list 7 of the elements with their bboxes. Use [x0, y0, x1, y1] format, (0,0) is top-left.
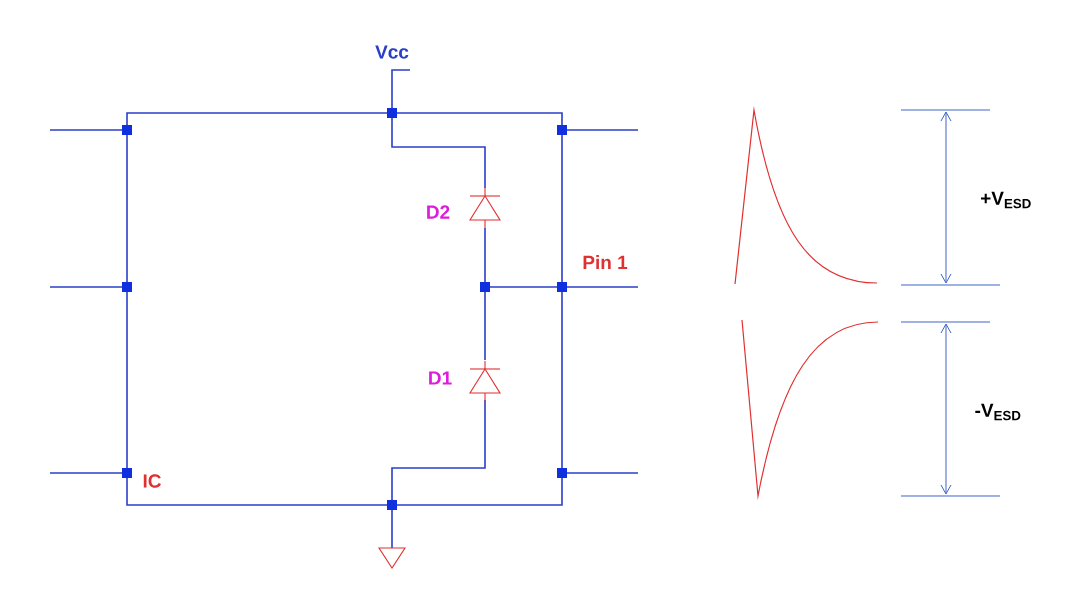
- voltage-label: -V$_{ESD}$: [975, 403, 1021, 421]
- component-label: D2: [427, 205, 450, 219]
- component-label: IC: [143, 474, 161, 488]
- voltage-label: +V$_{ESD}$: [981, 191, 1031, 209]
- net-label: Vcc: [375, 45, 409, 59]
- component-label: D1: [429, 371, 452, 385]
- net-label: Pin 1: [583, 255, 628, 269]
